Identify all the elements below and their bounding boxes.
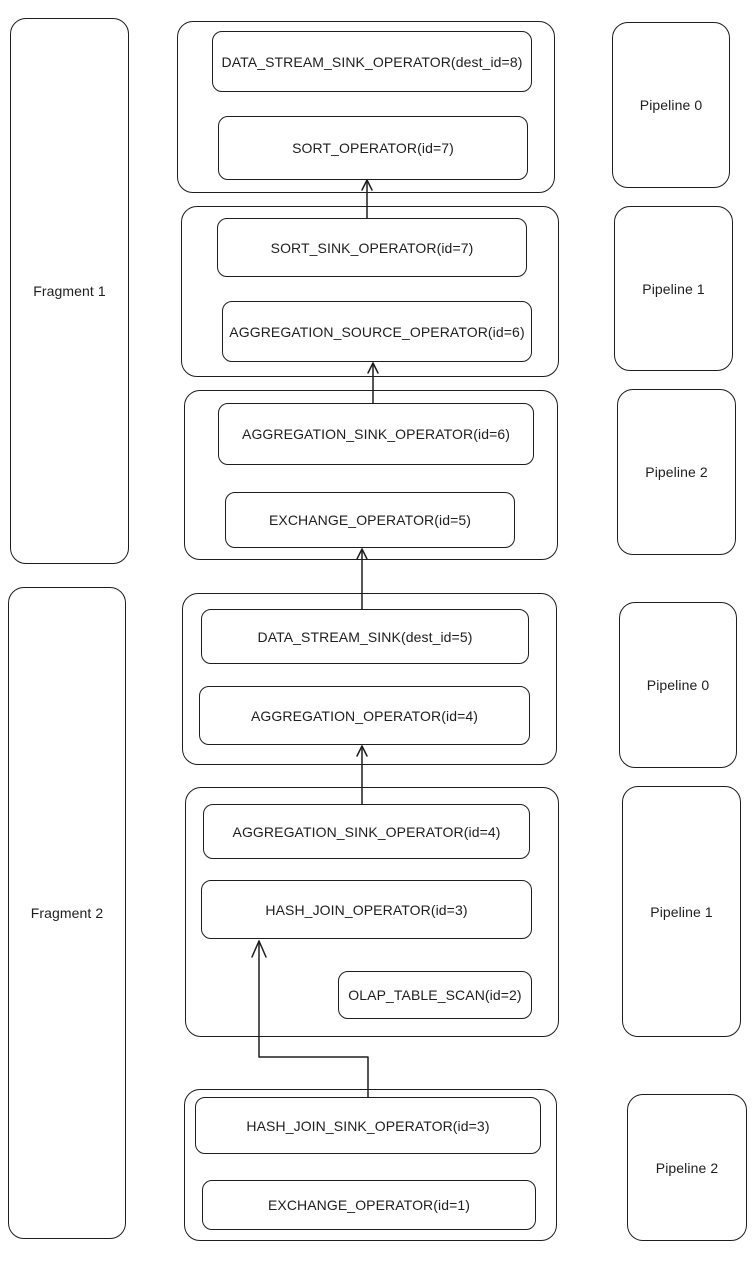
- operator-label: DATA_STREAM_SINK_OPERATOR(dest_id=8): [221, 53, 523, 70]
- fragment-1-box: Fragment 1: [10, 18, 129, 564]
- fragment-2-pipeline-2-group: [184, 1089, 557, 1241]
- fragment-2-pipeline-2-label-box: Pipeline 2: [627, 1094, 747, 1241]
- fragment-1-label: Fragment 1: [33, 283, 106, 299]
- fragment-1-pipeline-2-group: [184, 390, 558, 560]
- operator-label: AGGREGATION_SINK_OPERATOR(id=6): [242, 426, 510, 442]
- operator-aggregation-source-6: AGGREGATION_SOURCE_OPERATOR(id=6): [222, 301, 532, 362]
- fragment-1-pipeline-0-label-box: Pipeline 0: [612, 22, 730, 188]
- operator-label: HASH_JOIN_SINK_OPERATOR(id=3): [246, 1117, 490, 1134]
- fragment-1-pipeline-1-group: [181, 206, 559, 377]
- operator-data-stream-sink-5: DATA_STREAM_SINK(dest_id=5): [201, 609, 529, 664]
- operator-label: AGGREGATION_OPERATOR(id=4): [250, 707, 479, 724]
- fragment-1-pipeline-0-group: [177, 21, 555, 193]
- fragment-1-pipeline-1-label-box: Pipeline 1: [614, 206, 733, 371]
- operator-data-stream-sink-8: DATA_STREAM_SINK_OPERATOR(dest_id=8): [212, 31, 532, 92]
- operator-label: OLAP_TABLE_SCAN(id=2): [348, 987, 522, 1003]
- pipeline-label: Pipeline 2: [645, 464, 708, 480]
- operator-sort-sink-7: SORT_SINK_OPERATOR(id=7): [217, 218, 527, 277]
- fragment-1-pipeline-2-label-box: Pipeline 2: [617, 389, 736, 555]
- operator-hash-join-sink-3: HASH_JOIN_SINK_OPERATOR(id=3): [195, 1097, 541, 1154]
- operator-exchange-1: EXCHANGE_OPERATOR(id=1): [202, 1180, 536, 1230]
- operator-aggregation-sink-6: AGGREGATION_SINK_OPERATOR(id=6): [218, 403, 534, 465]
- fragment-2-pipeline-1-label-box: Pipeline 1: [622, 786, 741, 1037]
- fragment-2-box: Fragment 2: [8, 587, 126, 1239]
- pipeline-label: Pipeline 0: [639, 97, 703, 113]
- pipeline-label: Pipeline 1: [650, 903, 713, 920]
- pipeline-label: Pipeline 0: [646, 677, 710, 693]
- pipeline-label: Pipeline 1: [642, 280, 705, 297]
- operator-aggregation-sink-4: AGGREGATION_SINK_OPERATOR(id=4): [203, 804, 530, 859]
- operator-exchange-5: EXCHANGE_OPERATOR(id=5): [225, 492, 515, 548]
- operator-olap-table-scan-2: OLAP_TABLE_SCAN(id=2): [338, 971, 532, 1019]
- operator-label: DATA_STREAM_SINK(dest_id=5): [257, 628, 473, 645]
- operator-sort-7: SORT_OPERATOR(id=7): [218, 116, 528, 180]
- operator-label: HASH_JOIN_OPERATOR(id=3): [265, 901, 468, 918]
- operator-hash-join-3: HASH_JOIN_OPERATOR(id=3): [201, 880, 532, 939]
- operator-label: EXCHANGE_OPERATOR(id=1): [267, 1197, 471, 1213]
- operator-label: EXCHANGE_OPERATOR(id=5): [268, 512, 472, 528]
- fragment-2-pipeline-0-group: [182, 593, 557, 765]
- fragment-2-label: Fragment 2: [30, 905, 104, 921]
- pipeline-label: Pipeline 2: [655, 1159, 719, 1176]
- operator-label: SORT_OPERATOR(id=7): [292, 140, 454, 156]
- operator-label: AGGREGATION_SOURCE_OPERATOR(id=6): [229, 323, 525, 340]
- fragment-2-pipeline-1-group: [185, 787, 559, 1037]
- operator-label: AGGREGATION_SINK_OPERATOR(id=4): [232, 823, 501, 840]
- operator-label: SORT_SINK_OPERATOR(id=7): [270, 239, 474, 256]
- fragment-2-pipeline-0-label-box: Pipeline 0: [619, 602, 737, 768]
- operator-aggregation-4: AGGREGATION_OPERATOR(id=4): [199, 686, 530, 745]
